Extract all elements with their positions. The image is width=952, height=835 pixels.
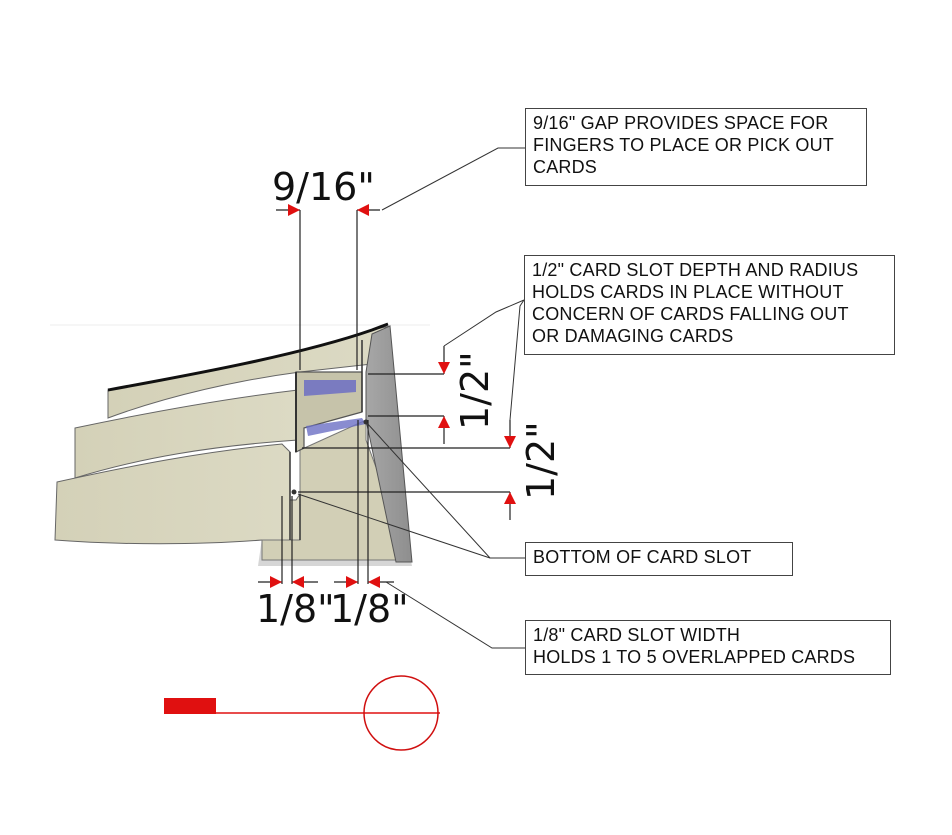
leader-bottom-b [297, 493, 491, 559]
arrow-half-upper-top [438, 362, 450, 374]
lower-slot-opening [306, 418, 366, 436]
arrow-9-16-right [357, 204, 369, 216]
dim-gap-label: 9/16" [272, 165, 375, 209]
upper-slot-opening [304, 380, 356, 396]
leader-gap [381, 147, 526, 211]
arrow-half-lower-bottom [504, 492, 516, 504]
projection-circle [363, 675, 439, 751]
card-holder-profile [54, 322, 413, 566]
arrow-9-16-left [288, 204, 300, 216]
leader-width [385, 581, 526, 649]
arrow-eighth-3 [346, 576, 358, 588]
arrow-eighth-4 [368, 576, 380, 588]
callout-gap: 9/16" GAP PROVIDES SPACE FOR FINGERS TO … [525, 108, 867, 186]
callout-width: 1/8" CARD SLOT WIDTH HOLDS 1 TO 5 OVERLA… [525, 620, 891, 675]
dim-depth-lower-label: 1/2" [519, 421, 563, 500]
dim-depth-upper-label: 1/2" [453, 351, 497, 430]
arrow-half-lower-top [504, 436, 516, 448]
dim-width-right-label: 1/8" [330, 587, 409, 631]
projection-red-bar [164, 698, 216, 714]
arrow-half-upper-bottom [438, 416, 450, 428]
leader-depth-a [443, 299, 525, 347]
callout-bottom: BOTTOM OF CARD SLOT [525, 542, 793, 576]
callout-depth: 1/2" CARD SLOT DEPTH AND RADIUS HOLDS CA… [524, 255, 895, 355]
front-tier [54, 443, 301, 545]
leader-lines [297, 147, 526, 649]
arrow-eighth-2 [292, 576, 304, 588]
arrow-eighth-1 [270, 576, 282, 588]
dimension-arrows [270, 204, 516, 588]
projection-symbol [164, 675, 440, 751]
dim-width-left-label: 1/8" [256, 587, 335, 631]
side-face [365, 325, 413, 563]
leader-depth-b [509, 299, 525, 421]
